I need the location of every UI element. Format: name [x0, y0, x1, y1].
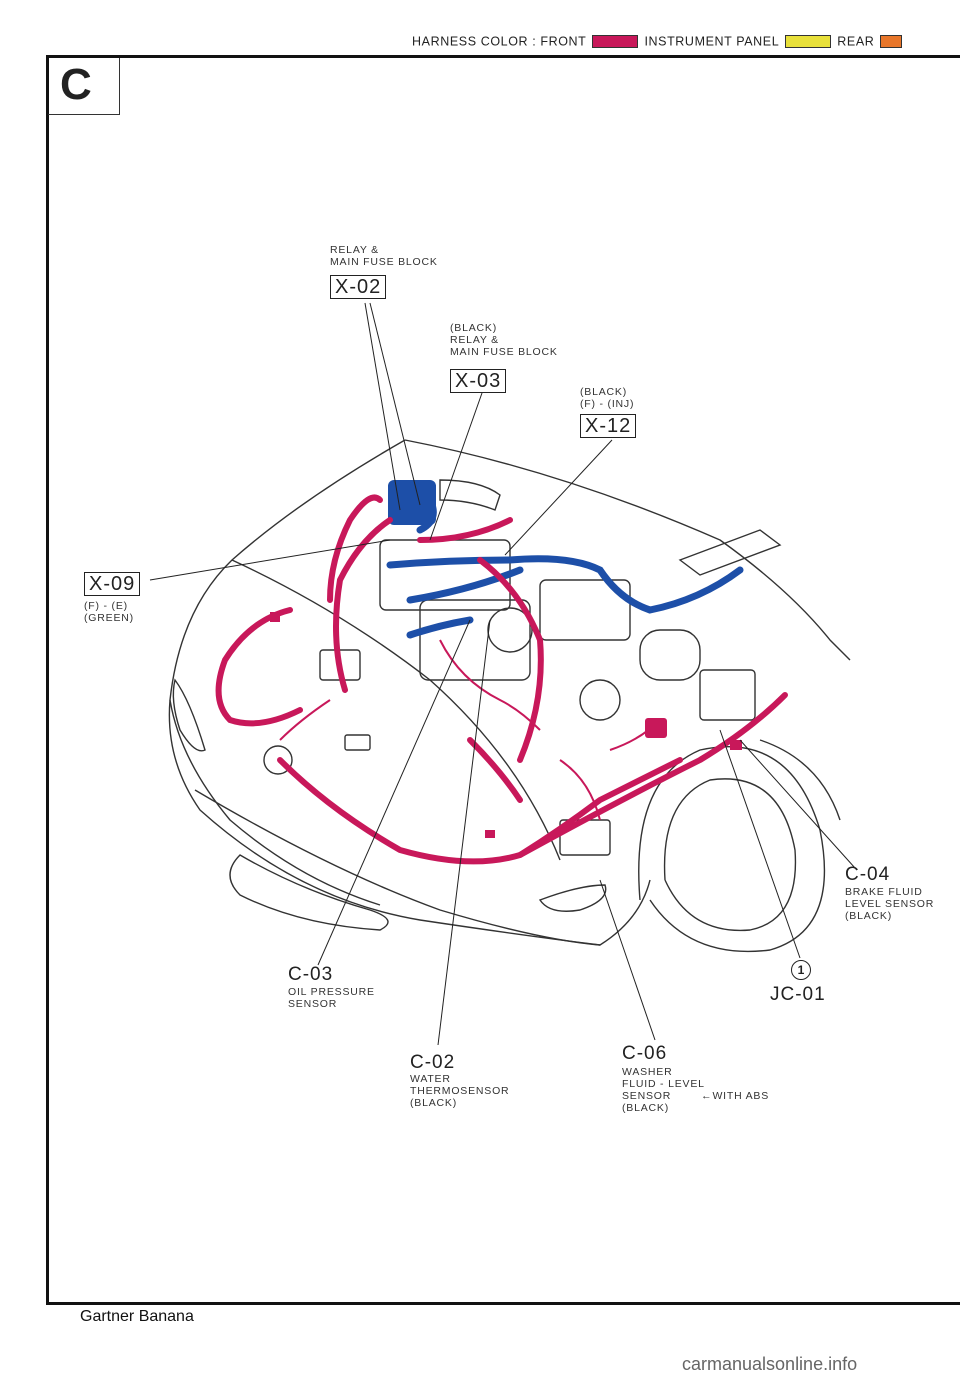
section-letter-box — [48, 58, 120, 115]
front-harness — [215, 494, 788, 865]
rear-swatch — [880, 35, 903, 49]
x02-desc: RELAY & MAIN FUSE BLOCK — [330, 244, 438, 268]
x12-code: X-12 — [580, 414, 637, 438]
c04-code: C-04 — [845, 864, 891, 885]
x03-code: X-03 — [450, 369, 507, 393]
car-body-outline — [168, 439, 851, 953]
c02-code: C-02 — [410, 1052, 456, 1073]
c06-desc: WASHER FLUID - LEVEL SENSOR←WITH ABS (BL… — [622, 1066, 770, 1114]
jc01-code: JC-01 — [770, 984, 826, 1005]
c03-code: C-03 — [288, 964, 334, 985]
page-frame — [46, 55, 960, 1305]
x09-desc: (F) - (E) (GREEN) — [84, 600, 134, 624]
legend-prefix: HARNESS COLOR : FRONT — [412, 34, 587, 49]
c04-desc: BRAKE FLUID LEVEL SENSOR (BLACK) — [845, 886, 935, 922]
footer-source-left: Gartner Banana — [80, 1308, 194, 1325]
connectors — [270, 612, 742, 838]
footer-source-right: carmanualsonline.info — [682, 1354, 858, 1374]
section-letter: C — [60, 60, 92, 109]
engine-harness — [386, 480, 744, 639]
front-swatch — [592, 35, 639, 49]
jc01-number: 1 — [791, 960, 811, 980]
harness-color-legend: HARNESS COLOR : FRONT INSTRUMENT PANEL REA… — [412, 34, 908, 49]
x12-desc: (BLACK) (F) - (INJ) — [580, 386, 635, 410]
x02-code: X-02 — [330, 275, 387, 299]
legend-instrument-panel: INSTRUMENT PANEL — [644, 34, 780, 49]
leader-lines — [149, 302, 856, 1046]
instrument-panel-swatch — [785, 35, 832, 49]
c03-desc: OIL PRESSURE SENSOR — [288, 986, 375, 1010]
c02-desc: WATER THERMOSENSOR (BLACK) — [410, 1073, 510, 1109]
x09-code: X-09 — [84, 572, 141, 596]
c06-code: C-06 — [622, 1043, 668, 1064]
legend-rear: REAR — [837, 34, 875, 49]
x03-desc: (BLACK) RELAY & MAIN FUSE BLOCK — [450, 322, 558, 358]
